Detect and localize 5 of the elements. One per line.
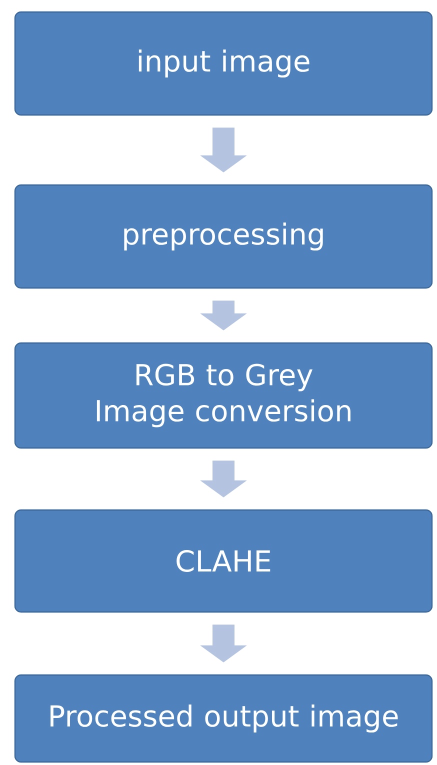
process-box: RGB to Grey Image conversion	[14, 342, 433, 449]
process-box: CLAHE	[14, 509, 433, 613]
process-box: input image	[14, 11, 433, 116]
process-box: preprocessing	[14, 184, 433, 289]
process-box: Processed output image	[14, 674, 433, 763]
